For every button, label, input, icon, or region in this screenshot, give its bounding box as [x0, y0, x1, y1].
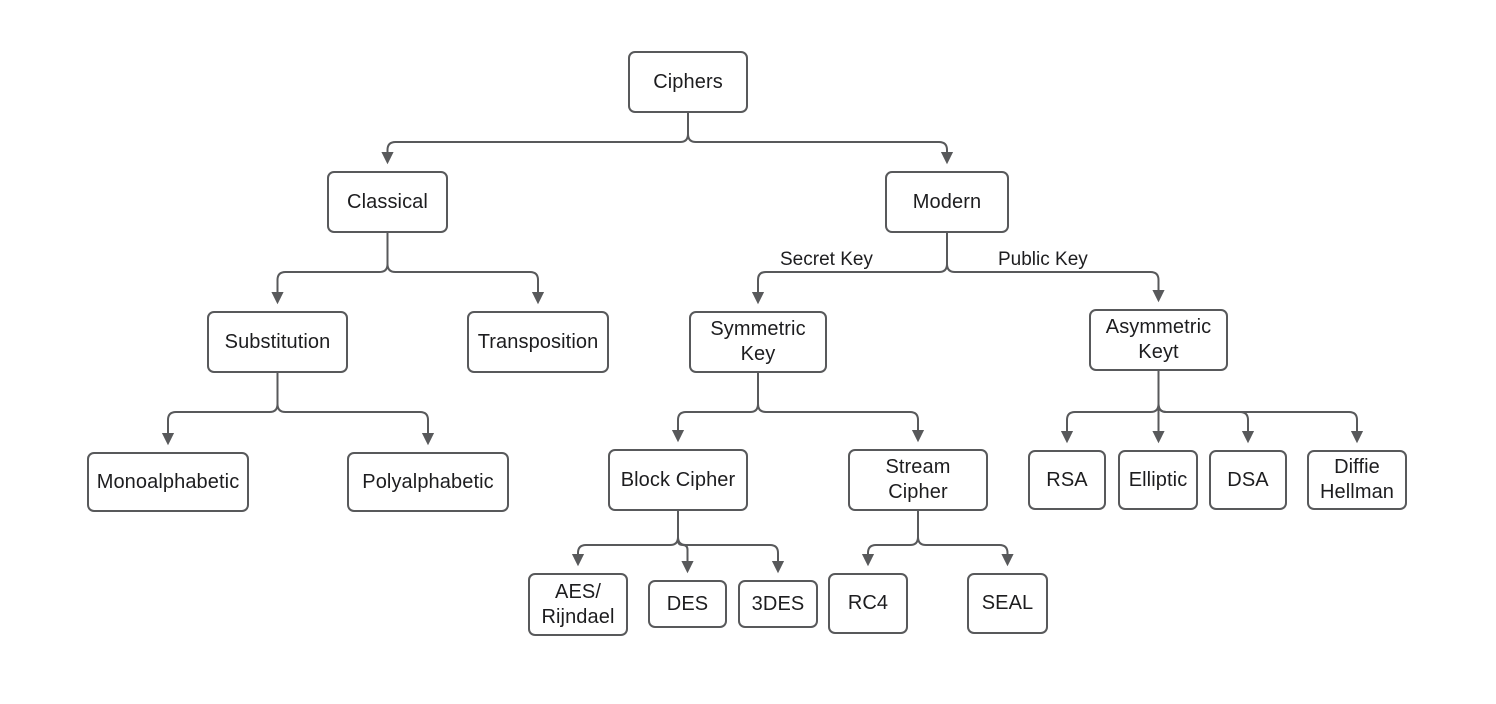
node-transposition[interactable]: Transposition — [467, 311, 609, 373]
node-monoalphabetic[interactable]: Monoalphabetic — [87, 452, 249, 512]
edge-stream-cipher-to-seal — [917, 511, 1014, 567]
edge-block-cipher-to-3des — [677, 511, 785, 574]
edge-stream-cipher-to-rc4 — [861, 511, 919, 567]
public-key-label: Public Key — [993, 249, 1093, 271]
node-seal[interactable]: SEAL — [967, 573, 1048, 634]
secret-key-label: Secret Key — [775, 249, 878, 271]
edge-classical-to-substitution — [271, 233, 389, 305]
node-classical[interactable]: Classical — [327, 171, 448, 233]
edge-asymmetric-key-to-diffie-hellman — [1157, 371, 1364, 444]
edge-substitution-to-monoalphabetic — [161, 373, 279, 446]
node-rc4[interactable]: RC4 — [828, 573, 908, 634]
edge-asymmetric-key-to-rsa — [1060, 371, 1160, 444]
edge-ciphers-to-modern — [687, 113, 954, 165]
node-asymmetric-key[interactable]: Asymmetric Keyt — [1089, 309, 1228, 371]
node-diffie-hellman[interactable]: Diffie Hellman — [1307, 450, 1407, 510]
edge-symmetric-key-to-block-cipher — [671, 373, 759, 443]
edge-classical-to-transposition — [386, 233, 545, 305]
node-aes-rijndael[interactable]: AES/ Rijndael — [528, 573, 628, 636]
node-elliptic[interactable]: Elliptic — [1118, 450, 1198, 510]
edge-ciphers-to-classical — [381, 113, 689, 165]
node-polyalphabetic[interactable]: Polyalphabetic — [347, 452, 509, 512]
edge-block-cipher-to-des — [677, 511, 694, 574]
node-ciphers[interactable]: Ciphers — [628, 51, 748, 113]
edge-substitution-to-polyalphabetic — [276, 373, 435, 446]
node-dsa[interactable]: DSA — [1209, 450, 1287, 510]
edge-asymmetric-key-to-dsa — [1157, 371, 1255, 444]
node-3des[interactable]: 3DES — [738, 580, 818, 628]
edge-block-cipher-to-aes-rijndael — [571, 511, 679, 567]
edge-symmetric-key-to-stream-cipher — [757, 373, 925, 443]
node-substitution[interactable]: Substitution — [207, 311, 348, 373]
node-modern[interactable]: Modern — [885, 171, 1009, 233]
node-symmetric-key[interactable]: Symmetric Key — [689, 311, 827, 373]
node-rsa[interactable]: RSA — [1028, 450, 1106, 510]
node-block-cipher[interactable]: Block Cipher — [608, 449, 748, 511]
node-stream-cipher[interactable]: Stream Cipher — [848, 449, 988, 511]
node-des[interactable]: DES — [648, 580, 727, 628]
